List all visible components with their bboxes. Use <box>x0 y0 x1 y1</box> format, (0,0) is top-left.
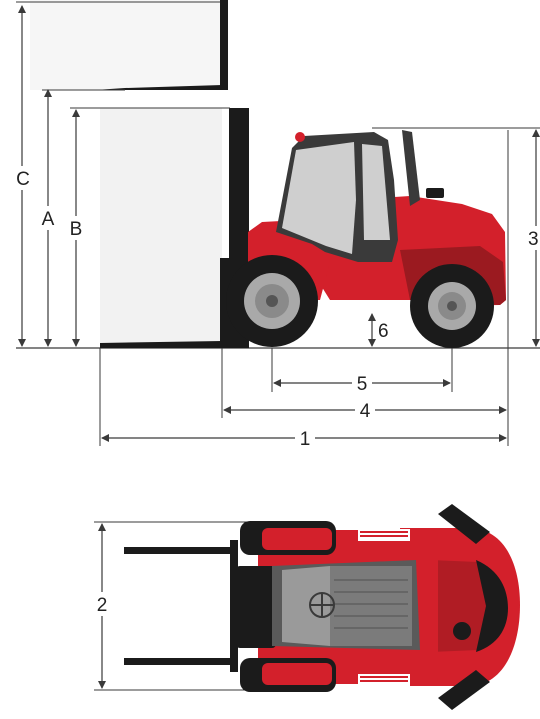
top-cab-glass <box>282 566 330 646</box>
top-mast-block <box>236 566 276 648</box>
front-wheel <box>226 255 318 347</box>
dimension-5: 5 <box>273 372 451 395</box>
seat-back <box>426 188 444 198</box>
fork-backdrop-upper <box>30 0 220 90</box>
dimension-6: 6 <box>368 313 389 347</box>
top-carriage <box>230 540 238 672</box>
front-window <box>282 142 356 254</box>
label-A: A <box>42 209 55 230</box>
label-3: 3 <box>528 229 539 250</box>
rear-wheel <box>410 264 494 348</box>
side-window <box>362 144 390 240</box>
label-6: 6 <box>378 321 389 342</box>
cab <box>276 132 398 262</box>
top-roof-ribs <box>334 579 408 629</box>
steering-wheel-icon <box>309 592 335 618</box>
beacon-light <box>295 132 305 142</box>
top-vent-lower <box>358 674 410 686</box>
top-fork-upper <box>124 547 236 554</box>
top-front-fender-lower <box>262 663 332 685</box>
label-2: 2 <box>97 595 108 616</box>
dimension-A: A <box>38 89 125 347</box>
label-5: 5 <box>357 374 368 395</box>
top-engine-hood-black <box>476 560 508 652</box>
label-1: 1 <box>300 429 311 450</box>
dimension-1: 1 <box>101 427 507 450</box>
fork-backdrop <box>100 108 222 348</box>
label-C: C <box>16 169 30 190</box>
dimension-B: B <box>65 107 230 347</box>
label-4: 4 <box>360 401 371 422</box>
side-view: C A B 3 6 <box>14 0 540 450</box>
dimension-3: 3 <box>372 127 540 347</box>
dimension-4: 4 <box>223 399 507 422</box>
exhaust-pipe <box>402 130 420 206</box>
top-fork-lower <box>124 658 236 665</box>
top-rear-wheel-lower <box>438 670 490 710</box>
top-fuel-cap <box>453 622 471 640</box>
top-rear-wheel-upper <box>438 504 490 544</box>
fork-carriage <box>220 258 230 348</box>
label-B: B <box>70 219 83 240</box>
raised-fork <box>95 0 228 90</box>
top-front-fender-upper <box>262 528 332 550</box>
top-view: 2 <box>91 504 520 710</box>
top-vent-upper <box>358 529 410 541</box>
top-roof-panel <box>330 566 412 646</box>
dimension-C: C <box>14 1 220 347</box>
dimension-2: 2 <box>91 523 113 689</box>
lowered-fork <box>100 341 222 348</box>
